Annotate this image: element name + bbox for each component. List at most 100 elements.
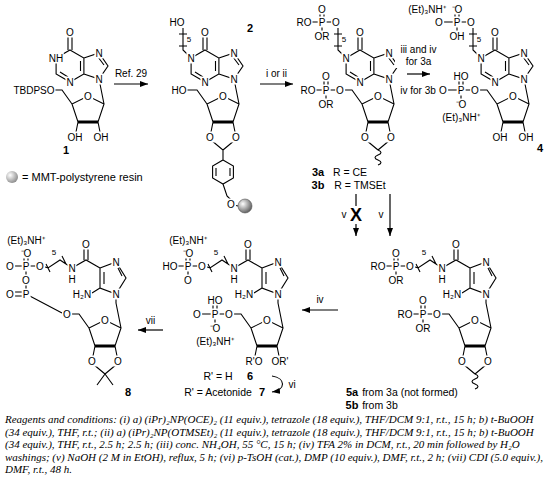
atom-label: N	[229, 48, 238, 59]
atom-label: O	[355, 27, 365, 38]
caption: Reagents and conditions: (i) a) (iPr)₂NP…	[5, 413, 545, 476]
atom-label: HO	[162, 261, 179, 272]
blocked-mark: X	[350, 206, 362, 224]
atom-label: HO	[453, 71, 470, 82]
atom-label: OH	[492, 132, 509, 143]
reaction-arrow	[389, 194, 390, 236]
atom-label: OR	[318, 99, 335, 110]
reaction-arrow	[407, 73, 430, 74]
chain-count: 5	[213, 248, 219, 257]
legend-text: = MMT-polystyrene resin	[22, 171, 143, 183]
compound-number: 5a	[345, 386, 359, 398]
atom-label: O	[5, 261, 15, 272]
compound-note: R' = H	[202, 370, 233, 382]
atom-label: OR	[388, 275, 405, 286]
atom-label: O	[100, 315, 110, 326]
resin-bead	[238, 199, 252, 213]
compound-number: 7	[258, 386, 266, 398]
atom-label: (Et)₃NH⁺	[168, 235, 208, 246]
atom-label: N	[490, 77, 499, 88]
atom-label: OR	[314, 31, 331, 42]
atom-label: N	[67, 263, 76, 274]
atom-label: P	[392, 261, 401, 272]
chain-count: 5	[341, 35, 347, 44]
atom-label: O	[466, 17, 476, 28]
atom-label: HO	[207, 295, 224, 306]
reaction-arrow	[114, 83, 148, 84]
atom-label: O	[65, 27, 75, 38]
atom-label: O	[438, 85, 448, 96]
chain-count: 5	[186, 35, 192, 44]
atom-label: O	[457, 356, 467, 367]
atom-label: O	[62, 309, 72, 320]
atom-label: P	[457, 85, 466, 96]
atom-label: N	[481, 257, 490, 268]
atom-label: H	[229, 274, 238, 285]
reagent-label: Ref. 29	[114, 68, 148, 80]
atom-label: OH	[93, 132, 110, 143]
atom-label: N	[273, 257, 282, 268]
atom-label: O	[331, 17, 341, 28]
atom-label: N	[229, 263, 238, 274]
compound-number: 1	[62, 144, 70, 156]
atom-label: N	[229, 74, 238, 85]
reagent-label: i or ii	[265, 68, 288, 80]
compound-note: from 3a (not formed)	[361, 386, 459, 398]
atom-label: O	[483, 356, 493, 367]
atom-label: (Et)₃NH⁺	[407, 4, 447, 15]
atom-label: O	[470, 85, 480, 96]
atom-label: N	[481, 289, 490, 300]
atom-label: O	[405, 261, 415, 272]
atom-label: N	[341, 53, 350, 64]
atom-label: N	[355, 77, 364, 88]
atom-label: (Et)₃NH⁺	[195, 336, 235, 347]
atom-label: O	[183, 275, 193, 286]
reagent-label: v	[378, 209, 385, 221]
atom-label: O	[262, 315, 272, 326]
compound-number: 8	[124, 386, 132, 398]
atom-label: O	[508, 91, 518, 102]
reagent-label: vii	[145, 315, 156, 327]
atom-label: OH	[518, 132, 535, 143]
atom-label: N	[94, 48, 103, 59]
atom-label: P	[453, 17, 462, 28]
compound-number: 3a	[311, 166, 325, 178]
legend: = MMT-polystyrene resin	[6, 171, 143, 184]
compound-note: R = CE	[332, 166, 368, 178]
atom-label: OH	[449, 31, 466, 42]
atom-label: O	[243, 239, 253, 250]
compound-number: 2	[246, 22, 254, 34]
atom-label: N	[384, 74, 393, 85]
legend-swatch	[6, 171, 18, 183]
atom-label: P	[322, 85, 331, 96]
atom-label: ⁻O	[451, 4, 464, 15]
atom-label: O	[418, 295, 428, 306]
atom-label: RO	[370, 261, 387, 272]
compound-number: 5b	[345, 399, 360, 411]
atom-label: N	[94, 74, 103, 85]
atom-label: P	[22, 261, 31, 272]
atom-label: OR'	[271, 356, 290, 367]
atom-label: O	[317, 4, 327, 15]
atom-label: N	[476, 53, 485, 64]
atom-label: N	[186, 53, 195, 64]
reaction-arrow	[260, 83, 293, 84]
chain-count: 5	[421, 248, 427, 257]
atom-label: O	[432, 309, 442, 320]
atom-label: O	[113, 356, 123, 367]
atom-label: NH	[48, 53, 64, 64]
atom-label: N	[65, 77, 74, 88]
atom-label: H₂N	[442, 289, 462, 300]
atom-label: O	[231, 132, 241, 143]
atom-label: O	[360, 132, 370, 143]
atom-label: O	[21, 275, 31, 286]
compound-note: R = TMSEt	[333, 179, 386, 191]
atom-label: ⁻O	[455, 99, 468, 110]
atom-label: N	[519, 74, 528, 85]
atom-label: (Et)₃NH⁺	[6, 235, 46, 246]
atom-label: H₂N	[72, 289, 92, 300]
atom-label: O	[83, 91, 93, 102]
skeletal-bonds	[8, 9, 533, 392]
atom-label: O	[434, 17, 444, 28]
atom-label: H₂N	[234, 289, 254, 300]
